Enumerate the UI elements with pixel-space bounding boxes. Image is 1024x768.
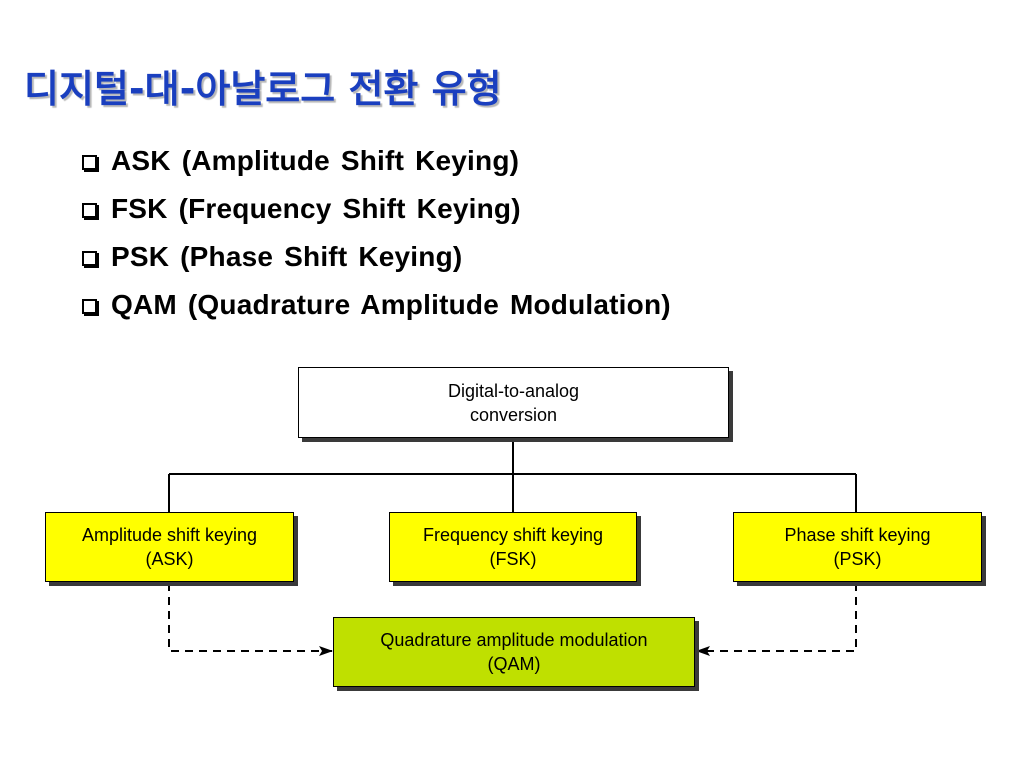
node-ask: Amplitude shift keying (ASK) [45,512,294,582]
dashed-arrow-psk-to-qam [696,583,857,656]
node-fsk: Frequency shift keying (FSK) [389,512,637,582]
node-label-line2: conversion [469,404,558,425]
checkbox-bullet-icon [82,298,97,314]
node-label-line1: Quadrature amplitude modulation [380,630,648,650]
node-label-line1: Frequency shift keying [422,525,604,545]
bullet-text: ASK (Amplitude Shift Keying) [111,145,520,176]
node-label-line2: (ASK) [145,549,194,569]
node-label-line2: (PSK) [833,549,882,569]
checkbox-bullet-icon [82,250,97,266]
checkbox-bullet-icon [82,154,97,170]
checkbox-bullet-icon [82,202,97,218]
node-psk: Phase shift keying (PSK) [733,512,982,582]
node-label-line1: Amplitude shift keying [81,525,258,545]
node-label-line2: (FSK) [489,549,537,569]
node-label-line1: Phase shift keying [784,525,931,545]
bullet-item: ASK (Amplitude Shift Keying) [82,137,671,185]
node-qam: Quadrature amplitude modulation (QAM) [333,617,695,687]
bullet-text: FSK (Frequency Shift Keying) [111,193,521,224]
node-label-line1: Digital-to-analog [447,380,580,401]
bullet-text: QAM (Quadrature Amplitude Modulation) [111,289,671,320]
bullet-text: PSK (Phase Shift Keying) [111,241,463,272]
bullet-item: FSK (Frequency Shift Keying) [82,185,671,233]
root-node-digital-to-analog: Digital-to-analog conversion [298,367,729,438]
bullet-item: QAM (Quadrature Amplitude Modulation) [82,281,671,329]
node-label-line2: (QAM) [487,654,541,674]
bullet-list: ASK (Amplitude Shift Keying) FSK (Freque… [82,137,671,329]
slide-title: 디지털-대-아날로그 전환 유형 [24,67,502,111]
bullet-item: PSK (Phase Shift Keying) [82,233,671,281]
dashed-arrow-ask-to-qam [168,583,333,656]
